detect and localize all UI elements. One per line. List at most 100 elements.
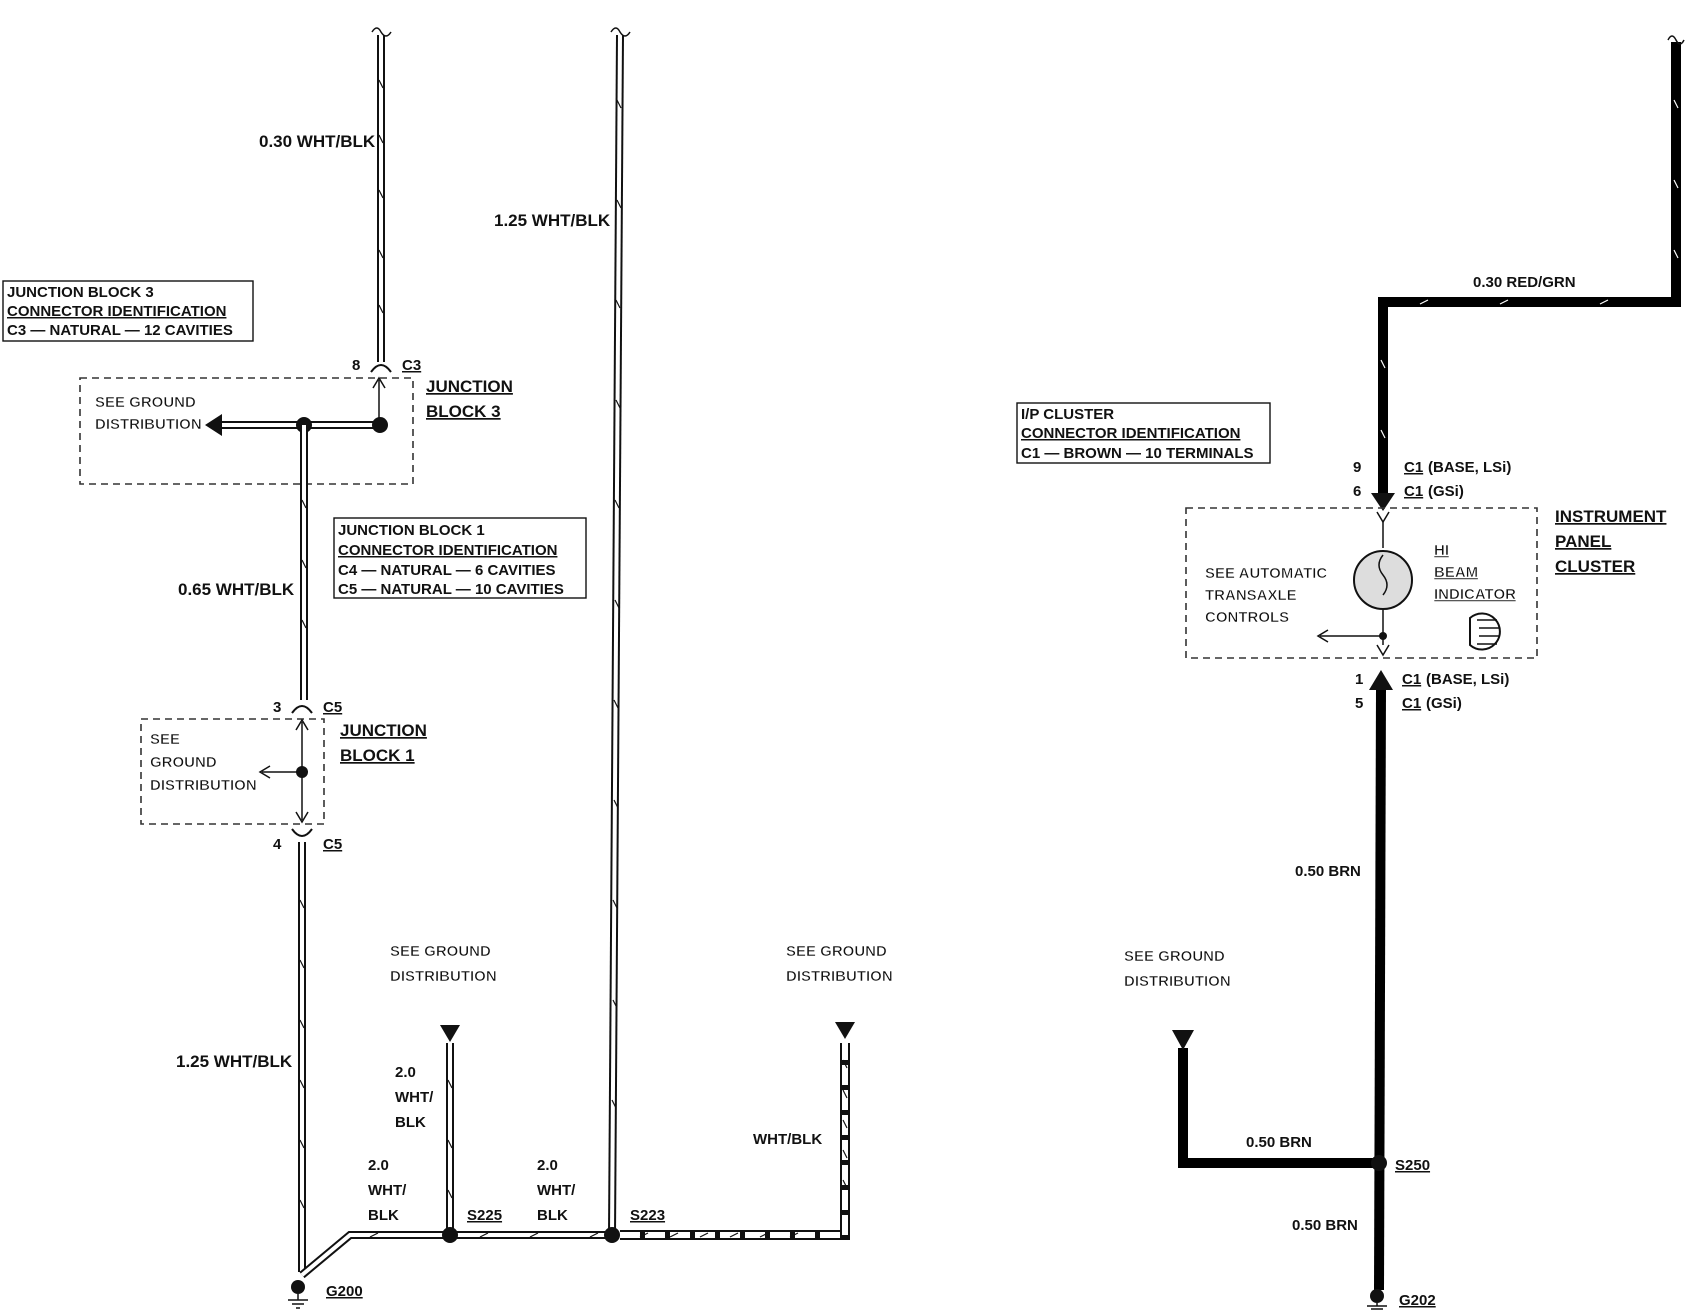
component-label: INSTRUMENT: [1555, 507, 1667, 526]
wire-label: BLK: [395, 1114, 426, 1131]
headlamp-icon: [1469, 612, 1501, 651]
svg-text:JUNCTION BLOCK 3: JUNCTION BLOCK 3: [7, 284, 154, 301]
ref-label: SEE GROUND: [786, 943, 887, 960]
connector-note: (GSi): [1426, 695, 1462, 712]
splice-label: S223: [630, 1207, 665, 1224]
wire-label: 1.25 WHT/BLK: [494, 211, 611, 230]
connector-note: (GSi): [1428, 483, 1464, 500]
ref-label: TRANSAXLE: [1205, 587, 1297, 604]
connector-note: (BASE, LSi): [1428, 459, 1511, 476]
component-label: JUNCTION: [340, 721, 427, 740]
wire-1.25-wht-blk-center: [608, 27, 631, 1236]
wire-2.0-wht-blk-bottom: [299, 1231, 614, 1279]
ground-label: G202: [1399, 1292, 1436, 1309]
connector-label: C1: [1404, 459, 1423, 476]
wire-label: WHT/BLK: [753, 1131, 822, 1148]
component-label: CLUSTER: [1555, 557, 1635, 576]
component-label: BLOCK 3: [426, 402, 501, 421]
wire-0.50-brn-branch: [1172, 1030, 1379, 1168]
svg-text:CONNECTOR IDENTIFICATION: CONNECTOR IDENTIFICATION: [7, 303, 226, 320]
ref-label: CONTROLS: [1205, 609, 1289, 626]
wire-label: 0.50 BRN: [1295, 863, 1361, 880]
jb3-connector-id-box: JUNCTION BLOCK 3 CONNECTOR IDENTIFICATIO…: [2, 280, 254, 342]
splice-s223: [604, 1227, 620, 1243]
pin-number: 4: [273, 836, 282, 853]
jb3-internal-wiring: [205, 376, 388, 436]
wire-label: 0.50 BRN: [1246, 1134, 1312, 1151]
ref-label: SEE: [150, 731, 180, 748]
ip-cluster-connector-id-box: I/P CLUSTER CONNECTOR IDENTIFICATION C1 …: [1016, 402, 1271, 464]
pin-number: 6: [1353, 483, 1361, 500]
component-label: PANEL: [1555, 532, 1611, 551]
component-label: BLOCK 1: [340, 746, 415, 765]
svg-text:C3 — NATURAL — 12 CAVITIES: C3 — NATURAL — 12 CAVITIES: [7, 322, 233, 339]
svg-text:C4 — NATURAL — 6 CAVITIES: C4 — NATURAL — 6 CAVITIES: [338, 562, 556, 579]
svg-text:C5 — NATURAL — 10 CAVITIES: C5 — NATURAL — 10 CAVITIES: [338, 581, 564, 598]
ref-label: DISTRIBUTION: [150, 777, 257, 794]
splice-s250: [1371, 1155, 1387, 1171]
wire-label: 0.65 WHT/BLK: [178, 580, 295, 599]
svg-text:CONNECTOR IDENTIFICATION: CONNECTOR IDENTIFICATION: [1021, 425, 1240, 442]
pin-number: 9: [1353, 459, 1361, 476]
ground-g202-icon: [1367, 1289, 1387, 1310]
wire-label: 0.30 RED/GRN: [1473, 274, 1576, 291]
wire-wht-blk-braided: [620, 1022, 855, 1240]
jb1-connector-id-box: JUNCTION BLOCK 1 CONNECTOR IDENTIFICATIO…: [333, 517, 587, 599]
jb1-internal-wiring: [258, 718, 309, 824]
wire-label: WHT/: [368, 1182, 407, 1199]
wire-0.30-wht-blk-top: [371, 27, 392, 362]
connector-label: C5: [323, 699, 342, 716]
wire-1.25-wht-blk-left: [298, 842, 306, 1272]
connector-c5-symbol: [291, 828, 313, 837]
hi-beam-bulb-icon: [1316, 511, 1413, 657]
ground-label: G200: [326, 1283, 363, 1300]
ground-g200-icon: [288, 1280, 308, 1309]
component-label: INDICATOR: [1434, 586, 1516, 603]
splice-label: S225: [467, 1207, 502, 1224]
ref-label: DISTRIBUTION: [95, 416, 202, 433]
ref-label: SEE AUTOMATIC: [1205, 565, 1327, 582]
wire-0.30-red-grn: [1371, 35, 1685, 511]
wire-2.0-wht-blk-s225: [440, 1025, 460, 1235]
wire-label: 0.30 WHT/BLK: [259, 132, 376, 151]
pin-number: 1: [1355, 671, 1363, 688]
connector-label: C1: [1404, 483, 1423, 500]
splice-label: S250: [1395, 1157, 1430, 1174]
wire-0.65-wht-blk: [300, 425, 308, 700]
pin-number: 3: [273, 699, 281, 716]
instrument-panel-cluster-outline: [1185, 507, 1538, 659]
wire-label: BLK: [537, 1207, 568, 1224]
wire-label: WHT/: [395, 1089, 434, 1106]
ref-label: SEE GROUND: [95, 394, 196, 411]
connector-c5-symbol: [291, 705, 313, 714]
connector-c3-symbol: [370, 364, 392, 373]
ref-label: DISTRIBUTION: [1124, 973, 1231, 990]
pin-number: 5: [1355, 695, 1363, 712]
ref-label: GROUND: [150, 754, 217, 771]
ref-label: SEE GROUND: [1124, 948, 1225, 965]
wire-label: BLK: [368, 1207, 399, 1224]
component-label: HI: [1434, 542, 1449, 559]
ref-label: SEE GROUND: [390, 943, 491, 960]
wire-label: 1.25 WHT/BLK: [176, 1052, 293, 1071]
svg-text:I/P CLUSTER: I/P CLUSTER: [1021, 406, 1114, 423]
svg-text:C1 — BROWN — 10 TERMINALS: C1 — BROWN — 10 TERMINALS: [1021, 445, 1254, 462]
wire-label: 2.0: [537, 1157, 558, 1174]
ref-label: DISTRIBUTION: [786, 968, 893, 985]
ref-label: DISTRIBUTION: [390, 968, 497, 985]
component-label: BEAM: [1434, 564, 1478, 581]
wire-0.50-brn-main: [1369, 670, 1393, 1291]
connector-label: C1: [1402, 695, 1421, 712]
splice-s225: [442, 1227, 458, 1243]
junction-block-3-outline: [79, 377, 414, 485]
wire-label: 2.0: [395, 1064, 416, 1081]
connector-label: C5: [323, 836, 342, 853]
wire-label: 2.0: [368, 1157, 389, 1174]
connector-label: C1: [1402, 671, 1421, 688]
svg-text:JUNCTION BLOCK 1: JUNCTION BLOCK 1: [338, 522, 485, 539]
pin-number: 8: [352, 357, 360, 374]
wire-label: WHT/: [537, 1182, 576, 1199]
component-label: JUNCTION: [426, 377, 513, 396]
svg-text:CONNECTOR IDENTIFICATION: CONNECTOR IDENTIFICATION: [338, 542, 557, 559]
